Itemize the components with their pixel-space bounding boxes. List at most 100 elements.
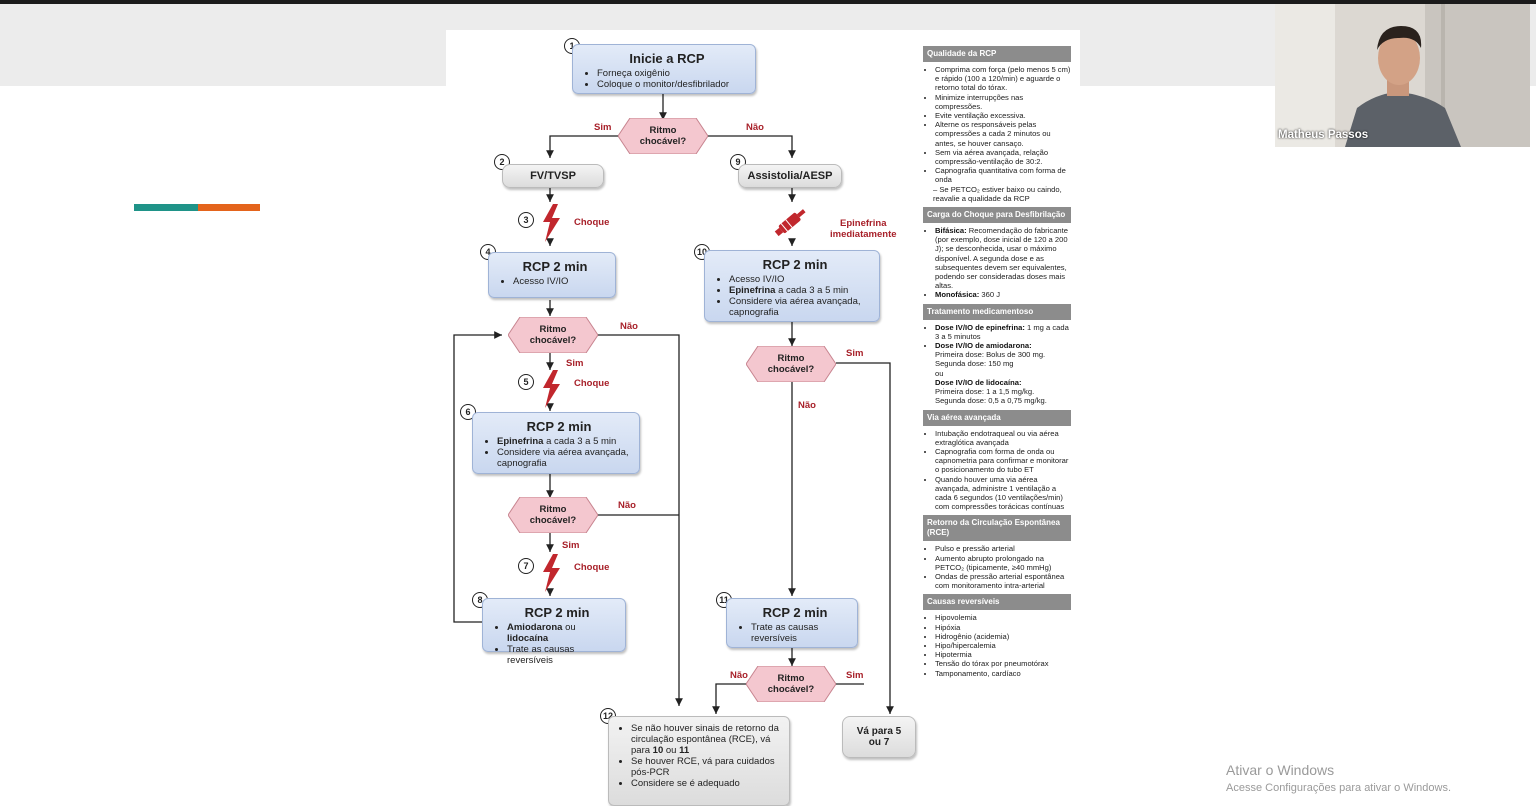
shock-label: Choque (574, 217, 610, 228)
panel-text: Primeira dose: 1 a 1,5 mg/kg. (935, 387, 1035, 397)
panel-item: Quando houver uma via aérea avançada, ad… (935, 475, 1071, 512)
panel-item: Hidrogênio (acidemia) (935, 632, 1071, 641)
no-label: Não (618, 500, 636, 511)
goto-box: Vá para 5 ou 7 (842, 716, 916, 758)
panel-text: Segunda dose: 0,5 a 0,75 mg/kg. (935, 396, 1047, 406)
epinephrine-label: Epinefrina imediatamente (830, 218, 897, 240)
step-number-5: 5 (518, 374, 534, 390)
yes-label: Sim (846, 670, 864, 681)
box-text: Se não houver sinais de retorno da circu… (631, 723, 779, 756)
no-label: Não (746, 122, 764, 133)
decision-text: chocável? (529, 335, 577, 346)
decision-text: Ritmo (777, 353, 805, 364)
box-item: Amiodarona ou lidocaína (507, 622, 617, 644)
panel-text: Recomendação do fabricante (por exemplo,… (935, 226, 1068, 291)
drug-name: lidocaína (507, 633, 549, 644)
box-text: ou (663, 745, 680, 756)
shock-bolt-icon (543, 554, 560, 592)
top-border (0, 0, 1536, 4)
panel-text: Primeira dose: Bolus de 300 mg. (935, 350, 1046, 360)
panel-item: Minimize interrupções nas compressões. (935, 93, 1071, 111)
panel-item: Hipovolemia (935, 613, 1071, 622)
cpr-box-6: RCP 2 min Epinefrina a cada 3 a 5 min Co… (472, 412, 640, 474)
decision-shockable-a: Ritmo chocável? (508, 317, 598, 353)
decision-text: Ritmo (777, 673, 805, 684)
panel-term: Dose IV/IO de amiodarona: (935, 341, 1032, 351)
box-ref: 11 (679, 745, 690, 756)
decision-text: chocável? (767, 684, 815, 695)
vf-pvt-box: FV/TVSP (502, 164, 604, 188)
decision-shockable-b: Ritmo chocável? (508, 497, 598, 533)
yes-label: Sim (562, 540, 580, 551)
participant-name: Matheus Passos (1278, 129, 1369, 141)
panel-item: Pulso e pressão arterial (935, 544, 1071, 553)
cpr-box-8: RCP 2 min Amiodarona ou lidocaína Trate … (482, 598, 626, 666)
panel-text: 1 mg a cada 3 a 5 minutos (935, 322, 1069, 341)
connector-arrows (453, 94, 894, 714)
box-item: Epinefrina a cada 3 a 5 min (729, 285, 871, 296)
box-title: Inicie a RCP (629, 51, 705, 66)
box-item: Acesso IV/IO (729, 274, 871, 285)
box-item: Considere via aérea avançada, capnografi… (497, 447, 631, 469)
drug-connector: ou (562, 622, 576, 633)
shock-bolt-icon (543, 204, 560, 242)
participant-video-tile[interactable]: Matheus Passos (1275, 4, 1530, 147)
reference-panel: Qualidade da RCP Comprima com força (pel… (923, 46, 1071, 800)
decision-shockable-d: Ritmo chocável? (746, 666, 836, 702)
box-title: RCP 2 min (526, 419, 592, 434)
drug-dose: a cada 3 a 5 min (775, 285, 849, 296)
decision-shockable-top: Ritmo chocável? (618, 118, 708, 154)
box-item: Considere via aérea avançada, capnografi… (729, 296, 871, 318)
no-label: Não (620, 321, 638, 332)
box-item: Considere se é adequado (631, 778, 781, 789)
panel-subitem: – Se PETCO₂ estiver baixo ou caindo, rea… (933, 184, 1062, 203)
box-item: Trate as causas reversíveis (751, 622, 849, 644)
accent-bar-teal (134, 204, 198, 211)
shock-label: Choque (574, 378, 610, 389)
panel-item: Evite ventilação excessiva. (935, 111, 1071, 120)
outcome-box-12: Se não houver sinais de retorno da circu… (608, 716, 790, 806)
panel-item: Monofásica: 360 J (935, 290, 1071, 299)
participant-video-feed (1275, 4, 1530, 147)
goto-text: Vá para 5 (856, 726, 902, 737)
box-title: RCP 2 min (762, 605, 828, 620)
step-number-3: 3 (518, 212, 534, 228)
drug-name: Epinefrina (729, 285, 776, 296)
panel-item: Hipóxia (935, 623, 1071, 632)
decision-text: Ritmo (539, 324, 567, 335)
panel-item: Comprima com força (pelo menos 5 cm) e r… (935, 65, 1071, 93)
start-cpr-box: Inicie a RCP Forneça oxigênio Coloque o … (572, 44, 756, 94)
panel-item: Aumento abrupto prolongado na PETCO₂ (ti… (935, 554, 1071, 572)
windows-activation-text: Acesse Configurações para ativar o Windo… (1226, 782, 1451, 794)
no-label: Não (730, 670, 748, 681)
box-title: RCP 2 min (522, 259, 588, 274)
yes-label: Sim (846, 348, 864, 359)
box-title: RCP 2 min (762, 257, 828, 272)
goto-text: ou 7 (868, 737, 890, 748)
shock-label: Choque (574, 562, 610, 573)
cpr-box-10: RCP 2 min Acesso IV/IO Epinefrina a cada… (704, 250, 880, 322)
panel-header-quality: Qualidade da RCP (923, 46, 1071, 62)
panel-item: Capnografia quantitativa com forma de on… (935, 166, 1071, 184)
cpr-box-11: RCP 2 min Trate as causas reversíveis (726, 598, 858, 648)
panel-header-rosc: Retorno da Circulação Espontânea (RCE) (923, 515, 1071, 542)
decision-shockable-c: Ritmo chocável? (746, 346, 836, 382)
epinephrine-text: Epinefrina (840, 218, 887, 229)
panel-text: ou (935, 368, 944, 378)
asystole-pea-box: Assistolia/AESP (738, 164, 842, 188)
drug-name: Amiodarona (507, 622, 563, 633)
panel-header-drugs: Tratamento medicamentoso (923, 303, 1071, 320)
decision-text: Ritmo (539, 504, 567, 515)
cpr-box-4: RCP 2 min Acesso IV/IO (488, 252, 616, 298)
decision-text: chocável? (639, 136, 687, 147)
drug-dose: a cada 3 a 5 min (543, 436, 617, 447)
accent-bar-orange (198, 204, 260, 211)
panel-term: Dose IV/IO de epinefrina: (935, 322, 1025, 332)
no-label: Não (798, 400, 816, 411)
yes-label: Sim (594, 122, 612, 133)
panel-header-causes: Causas reversíveis (923, 594, 1071, 611)
panel-term: Dose IV/IO de lidocaína: (935, 377, 1022, 387)
panel-item: Tamponamento, cardíaco (935, 669, 1071, 678)
box-item: Epinefrina a cada 3 a 5 min (497, 436, 631, 447)
box-ref: 10 (652, 745, 664, 756)
